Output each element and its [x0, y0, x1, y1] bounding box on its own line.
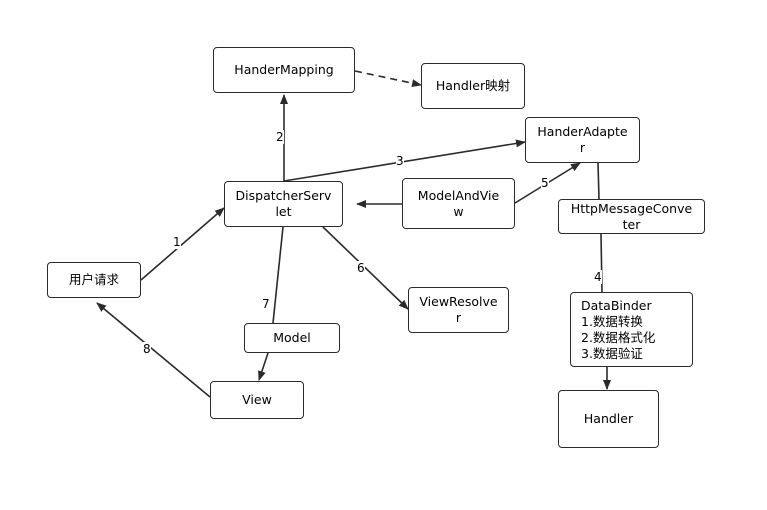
node-hander-mapping: HanderMapping: [213, 47, 355, 93]
edge-adapter-to-converter: [597, 162, 600, 200]
node-view: View: [210, 381, 304, 419]
edge-converter-to-databinder: [600, 233, 603, 293]
edge-label-step-1: 1: [173, 235, 181, 249]
edge-dispatcher-to-viewresolver: [322, 226, 409, 310]
node-user-request: 用户请求: [47, 262, 141, 298]
edge-user-to-dispatcher: [140, 207, 225, 281]
edge-mapping-to-handler-mapping: [354, 70, 422, 88]
edge-label-step-6: 6: [357, 261, 365, 275]
node-hander-adapter: HanderAdapte r: [525, 117, 640, 163]
edge-label-step-5: 5: [541, 176, 549, 190]
edge-dispatcher-to-adapter: [283, 139, 526, 182]
node-http-message-converter: HttpMessageConve ter: [558, 199, 705, 234]
edge-label-step-2: 2: [276, 130, 284, 144]
node-handler: Handler: [558, 390, 659, 448]
edge-label-step-7: 7: [262, 297, 270, 311]
edge-view-to-user: [96, 302, 211, 398]
node-model: Model: [244, 323, 340, 353]
node-handler-mapping-result: Handler映射: [421, 63, 525, 109]
node-view-resolver: ViewResolve r: [408, 287, 509, 333]
edge-label-step-3: 3: [396, 154, 404, 168]
edge-label-step-8: 8: [143, 342, 151, 356]
edge-dispatcher-to-model: [272, 226, 284, 324]
node-model-and-view: ModelAndVie w: [402, 178, 515, 229]
edge-model-to-view: [258, 352, 269, 381]
edge-label-step-4: 4: [594, 270, 602, 284]
node-dispatcher-servlet: DispatcherServ let: [224, 181, 343, 227]
node-data-binder: DataBinder 1.数据转换 2.数据格式化 3.数据验证: [570, 292, 693, 367]
